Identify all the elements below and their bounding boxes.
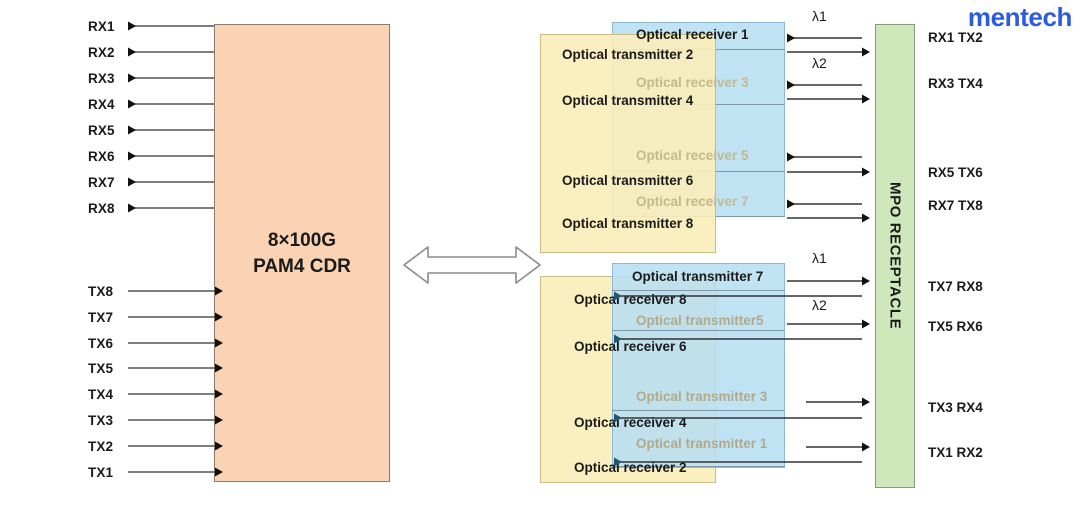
rx-label-2: RX2 (88, 45, 115, 60)
bottom-optical-row-8: Optical receiver 2 (574, 460, 687, 475)
tx-label-1: TX1 (88, 465, 114, 480)
top-optical-row-7: Optical receiver 7 (636, 194, 749, 209)
bottom-tx-divider-1 (612, 290, 785, 291)
bottom-tx-divider-3 (612, 410, 785, 411)
mpo-port-bottom-3: TX3 RX4 (928, 400, 983, 415)
bottom-optical-row-6: Optical receiver 4 (574, 415, 687, 430)
mpo-port-top-4: RX7 TX8 (928, 198, 983, 213)
pam4-cdr-block (214, 24, 390, 482)
top-optical-row-1: Optical receiver 1 (636, 27, 749, 42)
tx-label-4: TX4 (88, 387, 114, 402)
top-optical-row-2: Optical transmitter 2 (562, 47, 694, 62)
cdr-block-label: 8×100G PAM4 CDR (214, 228, 390, 279)
tx-label-2: TX2 (88, 439, 114, 454)
bottom-tx-divider-4 (612, 466, 785, 467)
tx-label-8: TX8 (88, 284, 114, 299)
rx-label-8: RX8 (88, 201, 115, 216)
bottom-optical-row-1: Optical transmitter 7 (632, 269, 764, 284)
tx-label-3: TX3 (88, 413, 114, 428)
mpo-port-top-3: RX5 TX6 (928, 165, 983, 180)
tx-label-6: TX6 (88, 336, 114, 351)
rx-label-7: RX7 (88, 175, 115, 190)
tx-label-7: TX7 (88, 310, 114, 325)
rx-label-5: RX5 (88, 123, 115, 138)
wavelength-label-top-2: λ2 (812, 55, 827, 71)
mentech-logo: mentech (967, 2, 1073, 32)
bottom-tx-divider-2 (612, 330, 785, 331)
rx-label-6: RX6 (88, 149, 115, 164)
mpo-receptacle-label: MPO RECEPTACLE (886, 182, 904, 330)
wavelength-label-bottom-1: λ1 (812, 250, 827, 266)
top-optical-row-3: Optical receiver 3 (636, 75, 749, 90)
rx-label-1: RX1 (88, 19, 115, 34)
bidirectional-arrow (403, 246, 541, 284)
bottom-optical-row-7: Optical transmitter 1 (636, 436, 768, 451)
bottom-optical-row-4: Optical receiver 6 (574, 339, 687, 354)
mpo-port-bottom-2: TX5 RX6 (928, 319, 983, 334)
mpo-receptacle-box (875, 24, 915, 488)
wavelength-label-bottom-2: λ2 (812, 297, 827, 313)
cdr-label-line1: 8×100G (267, 230, 337, 251)
bottom-optical-row-2: Optical receiver 8 (574, 292, 687, 307)
bottom-optical-row-3: Optical transmitter5 (636, 313, 764, 328)
bottom-optical-row-5: Optical transmitter 3 (636, 389, 768, 404)
top-optical-row-5: Optical receiver 5 (636, 148, 749, 163)
bottom-optical-transmitter-box (612, 263, 785, 468)
rx-label-4: RX4 (88, 97, 115, 112)
mpo-port-top-2: RX3 TX4 (928, 76, 983, 91)
mpo-port-bottom-1: TX7 RX8 (928, 279, 983, 294)
top-optical-row-8: Optical transmitter 8 (562, 216, 694, 231)
mpo-port-top-1: RX1 TX2 (928, 30, 983, 45)
top-optical-transmitter-box (540, 34, 716, 253)
rx-label-3: RX3 (88, 71, 115, 86)
wavelength-label-top-1: λ1 (812, 8, 827, 24)
tx-label-5: TX5 (88, 361, 114, 376)
top-optical-row-4: Optical transmitter 4 (562, 93, 694, 108)
top-optical-row-6: Optical transmitter 6 (562, 173, 694, 188)
mpo-port-bottom-4: TX1 RX2 (928, 445, 983, 460)
cdr-label-line2: PAM4 CDR (253, 255, 351, 277)
